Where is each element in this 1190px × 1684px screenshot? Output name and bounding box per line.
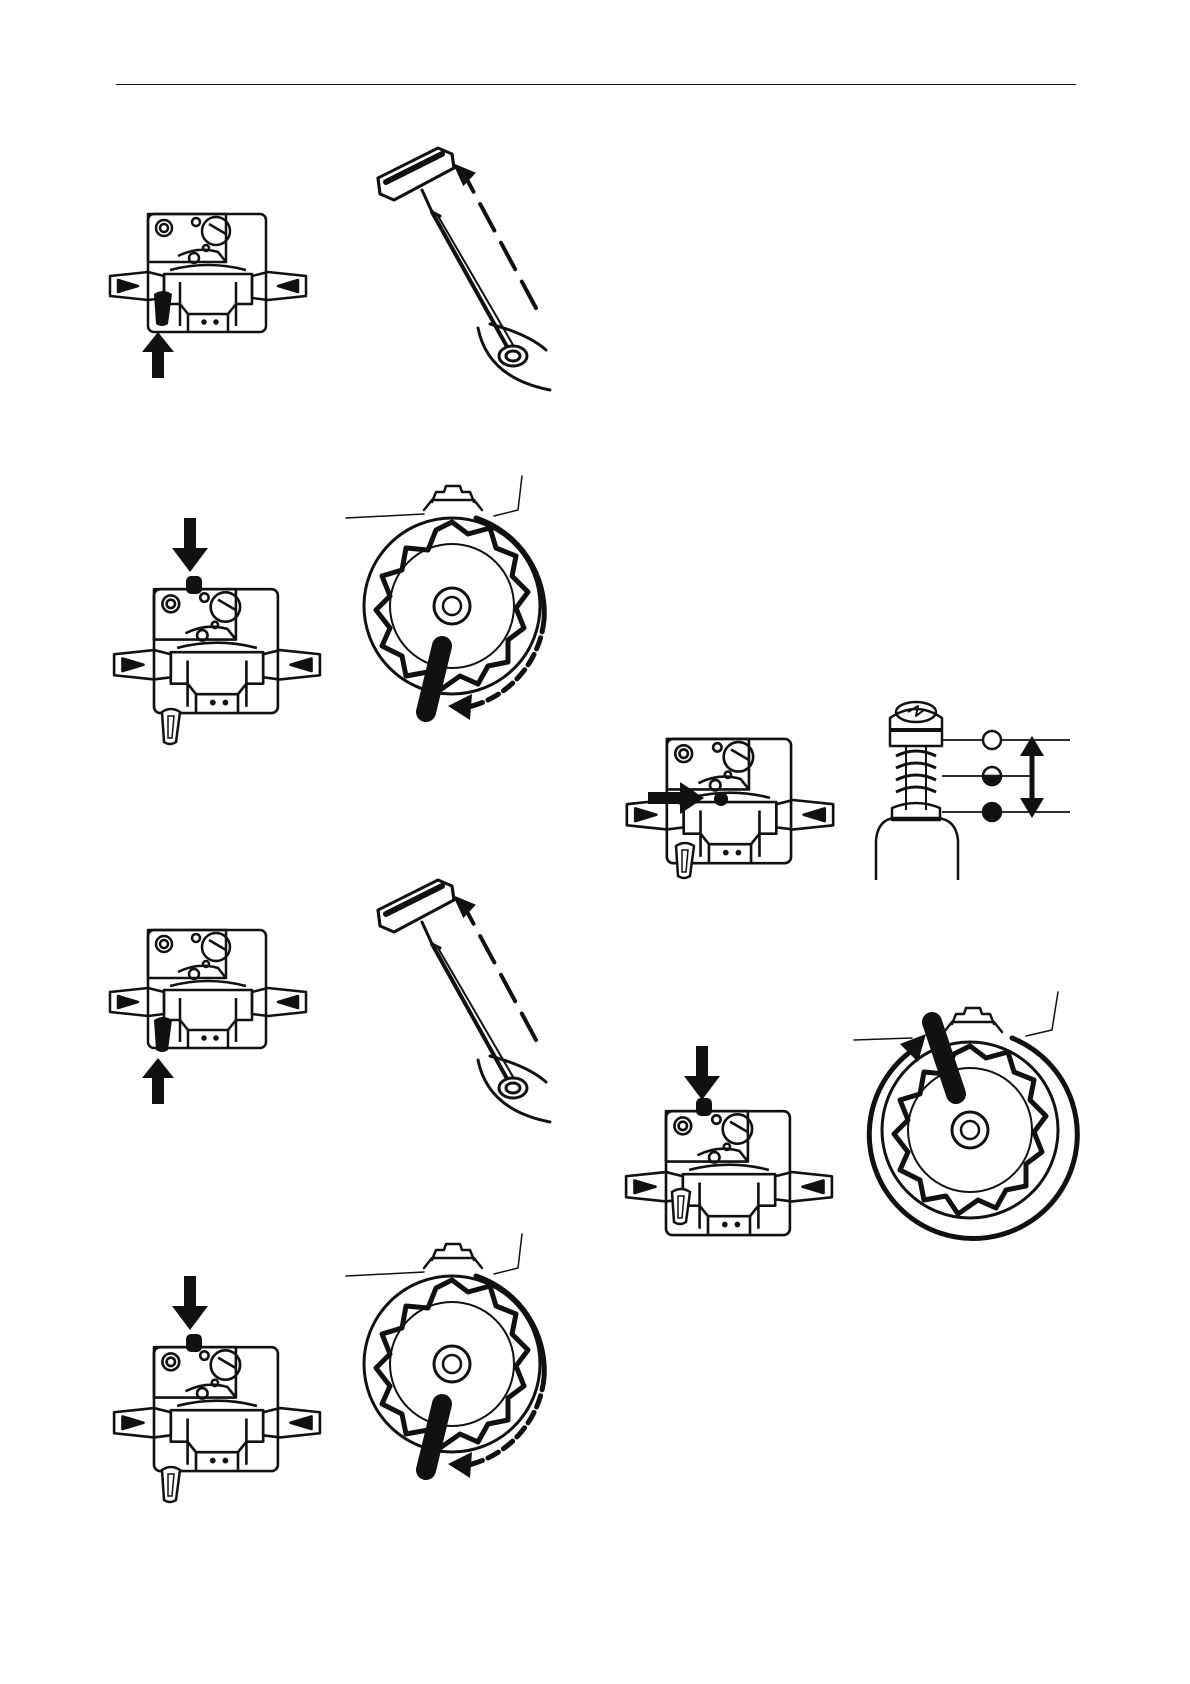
- starter-handle-diagram: [358, 138, 558, 398]
- figure-step-2: [108, 470, 568, 770]
- primer-bulb: [670, 840, 700, 880]
- choke-button: [184, 1332, 204, 1354]
- choke-knob-diagram: [344, 1228, 564, 1498]
- primer-bulb: [666, 1186, 696, 1226]
- choke-knob-diagram: [344, 470, 564, 740]
- down-arrow-icon: [168, 1274, 212, 1332]
- up-arrow-icon: [138, 330, 178, 380]
- figure-step-3: [108, 912, 568, 1152]
- primer-bulb: [156, 706, 186, 746]
- carburetor-diagram: [112, 570, 322, 770]
- carburetor-diagram: [624, 1092, 834, 1292]
- primer-bulb: [148, 288, 178, 328]
- carburetor-diagram: [620, 720, 840, 920]
- figure-step-6: [620, 990, 1090, 1260]
- choke-knob-diagram: [852, 990, 1082, 1250]
- figure-step-1: [108, 188, 568, 428]
- starter-handle-diagram: [358, 870, 558, 1130]
- primer-bulb: [148, 1014, 178, 1054]
- choke-button: [184, 574, 204, 596]
- primer-bulb: [156, 1464, 186, 1504]
- figure-step-5: [620, 690, 1090, 900]
- choke-button: [694, 1096, 714, 1118]
- primer-positions-diagram: [870, 690, 1090, 890]
- down-arrow-icon: [168, 516, 212, 574]
- up-arrow-icon: [138, 1056, 178, 1106]
- primer-button: [712, 790, 730, 808]
- carburetor-diagram: [112, 1328, 322, 1528]
- header-rule: [116, 84, 1076, 85]
- right-arrow-icon: [646, 778, 708, 818]
- figure-step-4: [108, 1228, 568, 1528]
